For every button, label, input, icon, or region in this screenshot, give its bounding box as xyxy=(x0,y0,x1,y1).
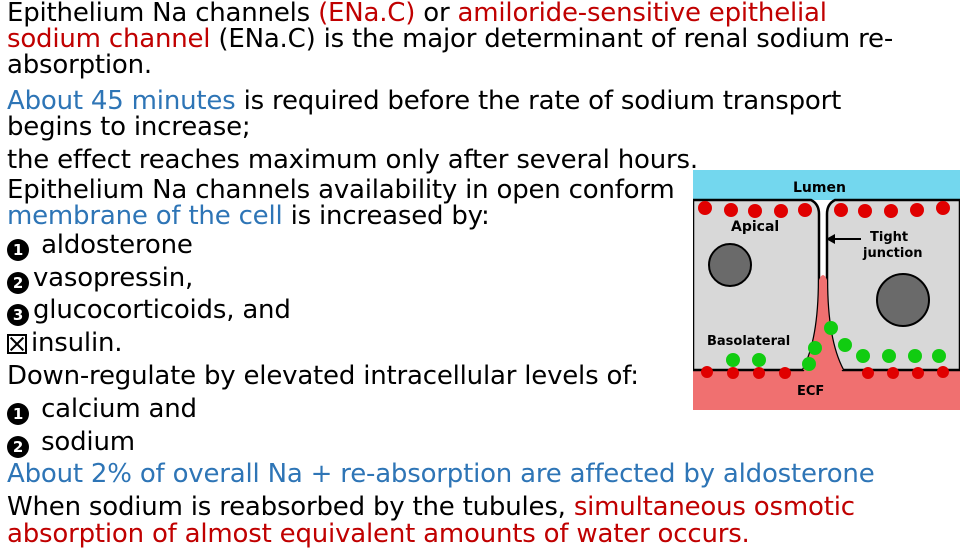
text-line-16: About 2% of overall Na + re-absorption a… xyxy=(7,459,875,490)
text-line-7: Epithelium Na channels availability in o… xyxy=(7,174,675,205)
highlight-blue: membrane of the cell xyxy=(7,200,283,231)
epithelial-cell-diagram: Lumen Apical Tight junction Basolateral … xyxy=(693,170,960,410)
text-segment: is increased by: xyxy=(282,200,490,231)
arrow-head-icon xyxy=(826,234,835,244)
text-line-17: When sodium is reabsorbed by the tubules… xyxy=(7,491,957,524)
text-segment: is required before the rate of sodium tr… xyxy=(235,86,842,116)
text-line-9: 1 aldosterone xyxy=(7,229,957,262)
basolateral-channel xyxy=(937,366,949,378)
text-line-3: absorption. xyxy=(7,50,152,80)
apical-channel xyxy=(774,204,788,218)
text-segment: When sodium is reabsorbed by the tubules… xyxy=(7,492,574,523)
text-line-6: the effect reaches maximum only after se… xyxy=(7,145,698,175)
text-line-13: Down-regulate by elevated intracellular … xyxy=(7,360,639,391)
bullet-text: insulin. xyxy=(31,328,123,359)
pump-dot xyxy=(882,349,896,363)
text-line-12: insulin. xyxy=(7,327,957,360)
left-nucleus xyxy=(708,243,752,287)
pump-dot xyxy=(808,341,822,355)
highlight-red: simultaneous osmotic xyxy=(573,492,855,523)
bullet-one-icon: 1 xyxy=(7,238,29,261)
label-ecf: ECF xyxy=(797,384,824,399)
bullet-two-icon: 2 xyxy=(7,435,29,458)
bullet-three-icon: 3 xyxy=(7,304,29,327)
pump-dot xyxy=(932,349,946,363)
pump-dot xyxy=(838,338,852,352)
basolateral-channel xyxy=(887,367,899,379)
highlight-blue: About 45 minutes xyxy=(7,86,236,116)
bullet-text: aldosterone xyxy=(33,229,193,260)
apical-channel xyxy=(858,204,872,218)
label-basolateral: Basolateral xyxy=(707,334,790,349)
pump-dot xyxy=(802,357,816,371)
bullet-text: vasopressin, xyxy=(33,262,194,293)
bullet-text: glucocorticoids, and xyxy=(33,295,291,326)
pump-dot xyxy=(908,349,922,363)
apical-channel xyxy=(936,201,950,215)
apical-channel xyxy=(834,203,848,217)
right-nucleus xyxy=(876,273,930,327)
checkbox-x-icon xyxy=(7,334,27,355)
lumen-region xyxy=(693,170,960,200)
basolateral-channel xyxy=(753,367,765,379)
label-junction: junction xyxy=(862,246,923,261)
apical-channel xyxy=(698,201,712,215)
bullet-text: sodium xyxy=(33,426,135,457)
text-line-2: sodium channel (ENa.C) is the major dete… xyxy=(7,26,957,52)
bullet-two-icon: 2 xyxy=(7,271,29,294)
text-segment: (ENa.C) is the major determinant of rena… xyxy=(210,24,894,54)
text-line-14: 1 calcium and xyxy=(7,393,957,426)
text-line-15: 2 sodium xyxy=(7,426,957,459)
text-line-8: membrane of the cell is increased by: xyxy=(7,203,957,229)
text-segment: or xyxy=(415,0,458,28)
label-tight: Tight xyxy=(870,230,908,245)
text-line-5: begins to increase; xyxy=(7,112,251,142)
basolateral-channel xyxy=(862,367,874,379)
pump-dot xyxy=(726,353,740,367)
highlight-red: amiloride-sensitive epithelial xyxy=(457,0,827,28)
apical-channel xyxy=(724,203,738,217)
apical-channel xyxy=(910,203,924,217)
text-segment: Epithelium Na channels xyxy=(7,0,319,28)
highlight-red: (ENa.C) xyxy=(318,0,416,28)
text-line-1: Epithelium Na channels (ENa.C) or amilor… xyxy=(7,0,957,26)
basolateral-channel xyxy=(701,366,713,378)
highlight-red: sodium channel xyxy=(7,24,211,54)
bullet-one-icon: 1 xyxy=(7,402,29,425)
pump-dot xyxy=(824,321,838,335)
basolateral-channel xyxy=(727,367,739,379)
label-apical: Apical xyxy=(731,219,779,235)
pump-dot xyxy=(856,349,870,363)
apical-channel xyxy=(798,203,812,217)
label-lumen: Lumen xyxy=(793,180,846,196)
apical-channel xyxy=(884,204,898,218)
basolateral-channel xyxy=(779,367,791,379)
text-line-4: About 45 minutes is required before the … xyxy=(7,88,957,114)
bullet-text: calcium and xyxy=(33,393,197,424)
apical-channel xyxy=(748,204,762,218)
pump-dot xyxy=(752,353,766,367)
basolateral-channel xyxy=(912,367,924,379)
